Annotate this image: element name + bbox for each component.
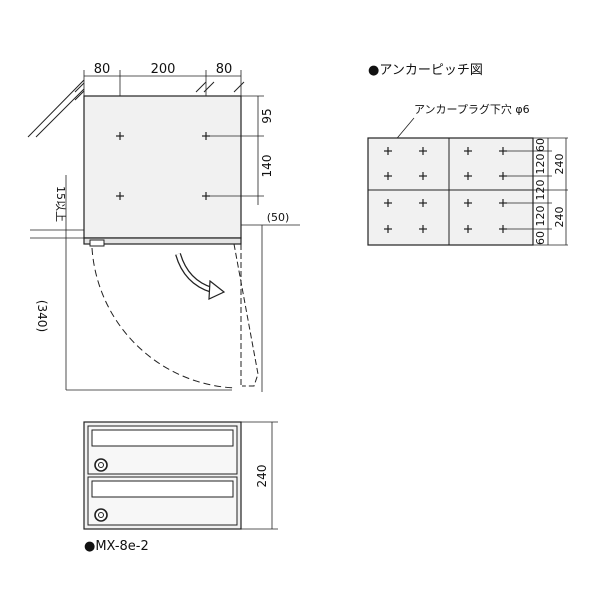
anchor-dim-120-c: 120 [534, 206, 547, 227]
anchor-pitch-title: ●アンカーピッチ図 [368, 63, 483, 78]
clearance-lines [30, 175, 84, 244]
anchor-pitch-diagram: ●アンカーピッチ図 アンカープラグ下穴 φ6 [367, 63, 568, 246]
box-top-outline [83, 95, 242, 239]
lower-slot [91, 480, 234, 498]
front-dimension-lines [241, 421, 278, 530]
anchor-panel-marks [384, 147, 507, 233]
dim-top-3: 80 [216, 62, 233, 77]
dim-15-clearance: 15以上 [54, 186, 67, 222]
dim-right-95: 95 [260, 108, 274, 123]
anchor-dim-240-top: 240 [553, 154, 566, 175]
lower-lock-icon [94, 508, 108, 522]
dim-50: (50) [267, 211, 290, 224]
anchor-dim-60-top: 60 [534, 138, 547, 152]
dim-340: (340) [35, 300, 49, 332]
front-height-240: 240 [255, 465, 269, 488]
anchor-dim-120-a: 120 [534, 154, 547, 175]
anchor-dim-240-bottom: 240 [553, 207, 566, 228]
anchor-panel-dim-lines [507, 137, 568, 246]
anchor-dim-60-bottom: 60 [534, 231, 547, 245]
model-label: ●MX-8e-2 [84, 539, 149, 554]
anchor-panel-outline [367, 137, 534, 246]
upper-slot [91, 429, 234, 447]
dim-top-1: 80 [94, 62, 111, 77]
anchor-plug-label: アンカープラグ下穴 φ6 [414, 102, 530, 116]
upper-lock-core [98, 462, 104, 468]
top-dimension-lines [83, 70, 242, 96]
lower-lock-core [98, 512, 104, 518]
anchor-dim-120-b: 120 [534, 180, 547, 201]
dim-right-140: 140 [260, 155, 274, 178]
front-view: 240 ●MX-8e-2 [83, 421, 278, 554]
hinge-block [89, 239, 105, 247]
door-frame [83, 237, 242, 245]
right-dimension-lines [210, 95, 300, 226]
upper-lock-icon [94, 458, 108, 472]
door-swing [65, 225, 263, 392]
swing-arrow-icon [175, 253, 226, 300]
dim-top-2: 200 [151, 62, 176, 77]
plan-anchor-marks [116, 132, 210, 200]
plan-view: 80 200 80 95 140 (50) [27, 62, 300, 392]
